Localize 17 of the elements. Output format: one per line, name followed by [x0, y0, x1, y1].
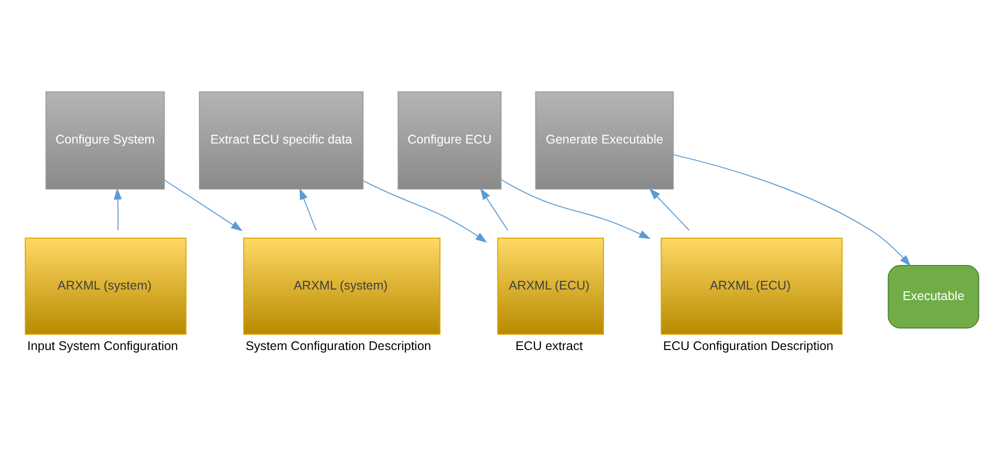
node-box: Configure ECU — [398, 91, 502, 190]
arrow — [164, 180, 243, 232]
node-box: Generate Executable — [535, 91, 674, 190]
arrow — [649, 188, 690, 231]
node-box: Extract ECU specific data — [198, 91, 364, 190]
node-box: Configure System — [46, 91, 165, 190]
node-label: ECU extract — [515, 339, 583, 354]
node-label: Input System Configuration — [27, 339, 178, 354]
node-box: Executable — [888, 265, 980, 329]
node-label: System Configuration Description — [246, 339, 432, 354]
arrow — [672, 154, 911, 266]
arrow — [300, 188, 317, 231]
arrow — [114, 188, 122, 231]
arrow — [480, 188, 508, 231]
arrow — [500, 179, 651, 240]
node-label: ECU Configuration Description — [663, 339, 834, 354]
arrow — [362, 180, 488, 243]
